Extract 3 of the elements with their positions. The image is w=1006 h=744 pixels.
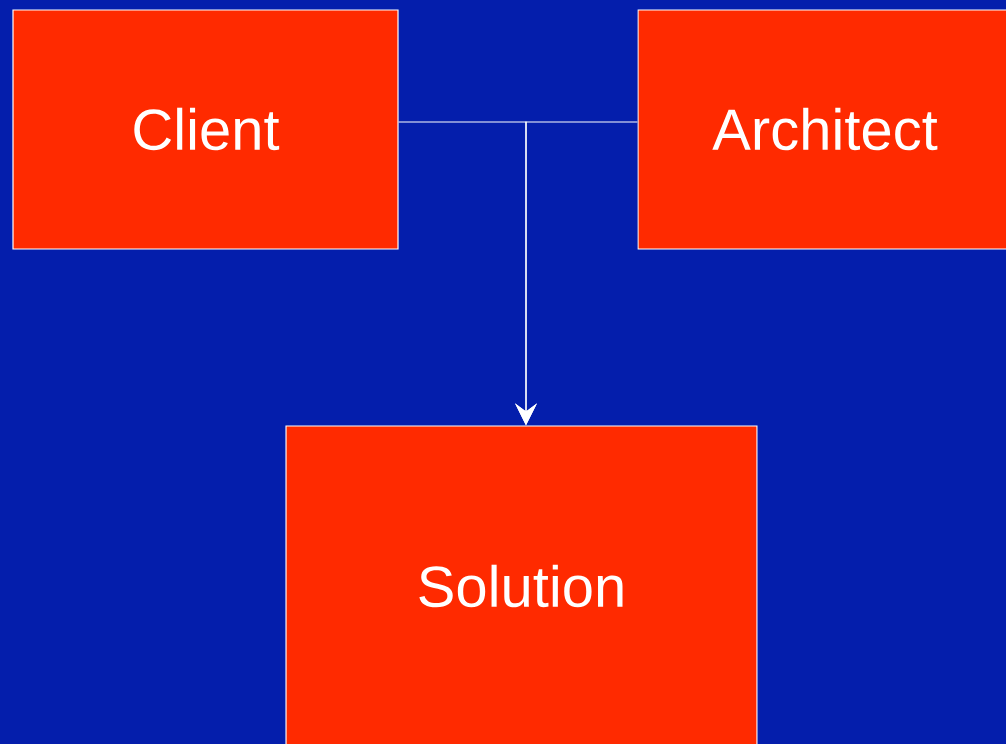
process-box: Client [12, 9, 399, 250]
process-box: Solution [285, 425, 758, 744]
process-box: Architect [637, 9, 1006, 250]
